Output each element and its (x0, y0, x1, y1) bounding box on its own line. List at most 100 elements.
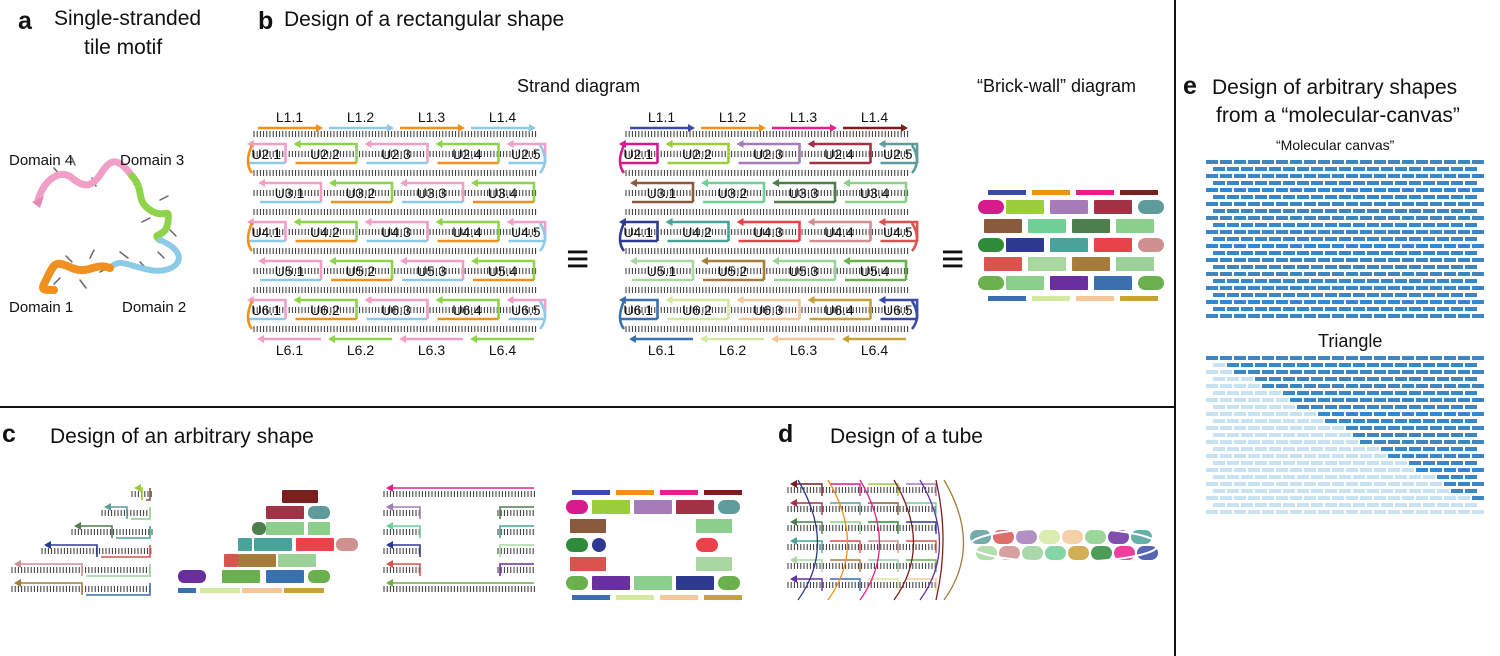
canvas-brick (1283, 307, 1295, 311)
canvas-brick (1241, 363, 1253, 367)
canvas-brick (1318, 412, 1330, 416)
canvas-brick (1374, 356, 1386, 360)
canvas-brick (1206, 398, 1218, 402)
canvas-brick (1402, 230, 1414, 234)
strand-label-u2-4: U2.4 (452, 146, 482, 162)
canvas-brick (1206, 356, 1218, 360)
tube-brick (1022, 546, 1043, 560)
strand-arrowhead (772, 257, 779, 265)
canvas-brick (1458, 314, 1470, 318)
strand-segment (906, 483, 937, 496)
canvas-brick (1206, 440, 1218, 444)
strand-arrowhead (293, 140, 301, 148)
canvas-brick (1276, 174, 1288, 178)
canvas-brick (1290, 384, 1302, 388)
strand-label-u3-1: U3.1 (275, 185, 305, 201)
canvas-brick (1472, 286, 1484, 290)
canvas-brick (1325, 237, 1337, 241)
strand-arrowhead (364, 140, 372, 148)
canvas-brick (1374, 496, 1386, 500)
tube-crossover (919, 479, 941, 601)
canvas-brick (1234, 160, 1246, 164)
canvas-brick (1311, 447, 1323, 451)
strand-arrowhead (328, 335, 335, 343)
canvas-brick (1402, 370, 1414, 374)
strand-arrowhead (134, 484, 141, 492)
canvas-brick (1381, 279, 1393, 283)
canvas-brick (1332, 244, 1344, 248)
canvas-brick (1472, 202, 1484, 206)
canvas-brick (1472, 300, 1484, 304)
canvas-brick (1276, 398, 1288, 402)
brick-half (1076, 190, 1114, 195)
canvas-brick (1318, 174, 1330, 178)
canvas-brick (1269, 447, 1281, 451)
canvas-brick (1381, 265, 1393, 269)
helix-ticks (383, 548, 420, 554)
canvas-brick (1395, 237, 1407, 241)
strand-loop (246, 144, 254, 174)
canvas-brick (1241, 237, 1253, 241)
strand-arrowhead (878, 296, 886, 304)
canvas-brick (1444, 188, 1456, 192)
canvas-brick (1262, 468, 1274, 472)
panel-e: e Design of arbitrary shapes from a “mol… (1183, 72, 1484, 514)
canvas-brick (1360, 398, 1372, 402)
brick-half (660, 490, 698, 495)
canvas-brick (1241, 209, 1253, 213)
strand-arrowhead (736, 218, 744, 226)
canvas-brick (1297, 489, 1309, 493)
strand-label-u3-3: U3.3 (417, 185, 447, 201)
canvas-brick (1206, 510, 1218, 514)
canvas-brick (1381, 489, 1393, 493)
strand-label-u4-2: U4.2 (310, 224, 340, 240)
canvas-brick (1346, 468, 1358, 472)
canvas-brick (1360, 440, 1372, 444)
canvas-brick (1248, 160, 1260, 164)
canvas-brick (1248, 440, 1260, 444)
canvas-brick (1206, 258, 1218, 262)
tube-crossover (859, 479, 881, 601)
canvas-brick (1220, 160, 1232, 164)
canvas-brick (1318, 272, 1330, 276)
canvas-brick (1290, 174, 1302, 178)
canvas-brick (1290, 454, 1302, 458)
strand-arrowhead (104, 503, 111, 511)
canvas-brick (1332, 356, 1344, 360)
canvas-brick (1339, 307, 1351, 311)
canvas-brick (1416, 160, 1428, 164)
canvas-brick (1374, 482, 1386, 486)
canvas-brick (1353, 461, 1365, 465)
canvas-brick (1234, 426, 1246, 430)
strand-label-u3-2: U3.2 (718, 185, 748, 201)
canvas-brick (1311, 223, 1323, 227)
canvas-brick (1374, 426, 1386, 430)
strand-segment (830, 540, 861, 553)
strand-label-u6-3: U6.3 (753, 302, 783, 318)
strand-segment (441, 298, 500, 319)
canvas-brick (1262, 454, 1274, 458)
strand-segment (441, 220, 500, 241)
canvas-brick (1458, 440, 1470, 444)
strand-label-l1-4: L1.4 (489, 109, 516, 125)
canvas-brick (1220, 244, 1232, 248)
canvas-brick (1220, 174, 1232, 178)
canvas-brick (1269, 223, 1281, 227)
canvas-brick (1360, 230, 1372, 234)
canvas-brick (1227, 391, 1239, 395)
strand-segment (406, 259, 465, 280)
canvas-brick (1339, 363, 1351, 367)
canvas-brick (1220, 370, 1232, 374)
strand-segment (264, 181, 323, 202)
helix-ticks (253, 326, 537, 332)
canvas-brick (1206, 230, 1218, 234)
helix-ticks (253, 151, 537, 157)
canvas-brick (1283, 433, 1295, 437)
strand-segment (370, 220, 429, 241)
canvas-brick (1423, 489, 1435, 493)
canvas-brick (1416, 244, 1428, 248)
strand-segment (146, 488, 151, 501)
canvas-brick (1248, 314, 1260, 318)
canvas-brick (1360, 510, 1372, 514)
canvas-brick (1339, 405, 1351, 409)
